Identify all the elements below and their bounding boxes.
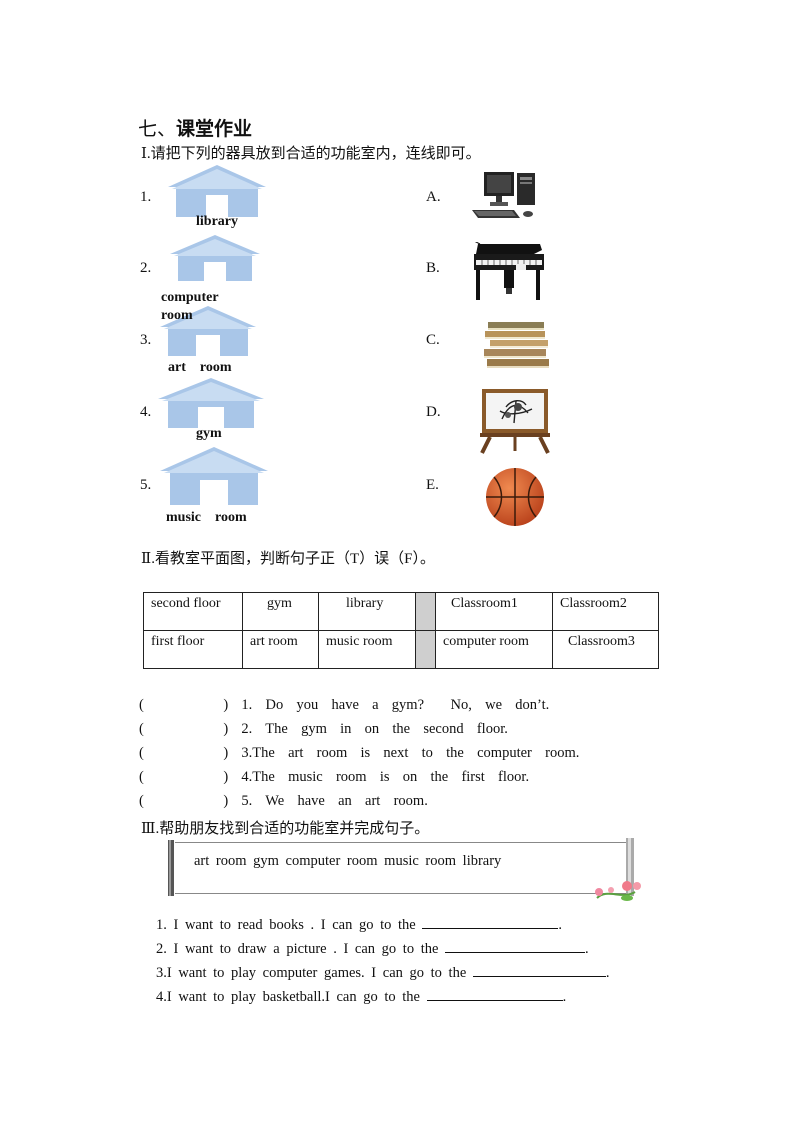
- room-number: 5.: [140, 477, 152, 493]
- table-cell: computer room: [435, 630, 553, 669]
- sentence-end: .: [605, 965, 610, 981]
- section-title-text: 课堂作业: [176, 119, 253, 140]
- house-icon: [160, 447, 268, 505]
- house-icon: [170, 235, 260, 281]
- item-letter: A.: [426, 189, 441, 205]
- tf-statement: ( ) 3.The art room is next to the comput…: [139, 745, 580, 761]
- word-bank: art room gym computer room music room li…: [194, 853, 502, 869]
- sentence-end: .: [585, 941, 589, 957]
- item-letter: E.: [426, 477, 439, 493]
- tf-statement: ( ) 2. The gym in on the second floor.: [139, 721, 508, 737]
- table-cell-gray: [415, 630, 436, 669]
- table-cell: art room: [242, 630, 319, 669]
- scroll-left-roll: [168, 840, 174, 896]
- scroll-right-roll: [626, 838, 634, 896]
- table-cell: second floor: [143, 592, 243, 631]
- table-cell: Classroom3: [552, 630, 659, 669]
- answer-blank[interactable]: [472, 962, 606, 977]
- table-cell: Classroom1: [435, 592, 553, 631]
- table-cell: library: [318, 592, 416, 631]
- computer-icon: [472, 172, 535, 218]
- books-icon: [484, 322, 549, 368]
- table-cell: music room: [318, 630, 416, 669]
- piano-icon: [474, 242, 544, 300]
- house-icon: [158, 378, 264, 428]
- basketball-icon: [486, 468, 544, 526]
- house-icon: [168, 165, 266, 217]
- table-row: first floor art room music room computer…: [143, 630, 659, 669]
- room-label: music room: [166, 510, 247, 525]
- answer-blank[interactable]: [445, 938, 586, 953]
- tf-statement: ( ) 1. Do you have a gym? No, we don’t.: [139, 697, 550, 713]
- section-title: 七、课堂作业: [138, 114, 252, 141]
- sentence-text: 4.I want to play basketball.I can go to …: [156, 989, 427, 1005]
- sentence-end: .: [562, 989, 567, 1005]
- table-cell: first floor: [143, 630, 243, 669]
- sentence-text: 2. I want to draw a picture . I can go t…: [156, 941, 446, 957]
- room-label: gym: [196, 426, 222, 441]
- item-letter: C.: [426, 332, 440, 348]
- part2-instruction: Ⅱ.看教室平面图，判断句子正（T）误（F）。: [141, 551, 435, 567]
- room-label: library: [196, 214, 238, 229]
- fill-sentence: 2. I want to draw a picture . I can go t…: [156, 938, 589, 958]
- room-label: computer room: [161, 290, 219, 323]
- word-bank-scroll: art room gym computer room music room li…: [165, 838, 634, 896]
- room-label: art room: [168, 360, 232, 375]
- fill-sentence: 3.I want to play computer games. I can g…: [156, 962, 610, 982]
- fill-sentence: 1. I want to read books . I can go to th…: [156, 914, 562, 934]
- fill-sentence: 4.I want to play basketball.I can go to …: [156, 986, 566, 1006]
- table-cell: Classroom2: [552, 592, 659, 631]
- room-number: 3.: [140, 332, 152, 348]
- scroll-body: [175, 842, 630, 894]
- answer-blank[interactable]: [422, 914, 559, 929]
- tf-statement: ( ) 5. We have an art room.: [139, 793, 428, 809]
- room-number: 2.: [140, 260, 152, 276]
- room-number: 1.: [140, 189, 152, 205]
- table-row: second floor gym library Classroom1 Clas…: [143, 592, 659, 631]
- tf-statement: ( ) 4.The music room is on the first flo…: [139, 769, 530, 785]
- part3-instruction: Ⅲ.帮助朋友找到合适的功能室并完成句子。: [141, 821, 430, 837]
- section-title-prefix: 七、: [138, 119, 177, 140]
- answer-blank[interactable]: [426, 986, 563, 1001]
- table-cell: gym: [242, 592, 319, 631]
- item-letter: B.: [426, 260, 440, 276]
- flower-icon: [595, 881, 641, 901]
- sentence-text: 1. I want to read books . I can go to th…: [156, 917, 423, 933]
- part1-instruction: Ⅰ.请把下列的器具放到合适的功能室内，连线即可。: [141, 146, 481, 162]
- sentence-text: 3.I want to play computer games. I can g…: [156, 965, 473, 981]
- house-icon: [160, 306, 256, 356]
- easel-icon: [480, 389, 550, 454]
- table-cell-gray: [415, 592, 436, 631]
- sentence-end: .: [558, 917, 562, 933]
- room-number: 4.: [140, 404, 152, 420]
- item-letter: D.: [426, 404, 441, 420]
- floor-plan-table: second floor gym library Classroom1 Clas…: [143, 592, 659, 669]
